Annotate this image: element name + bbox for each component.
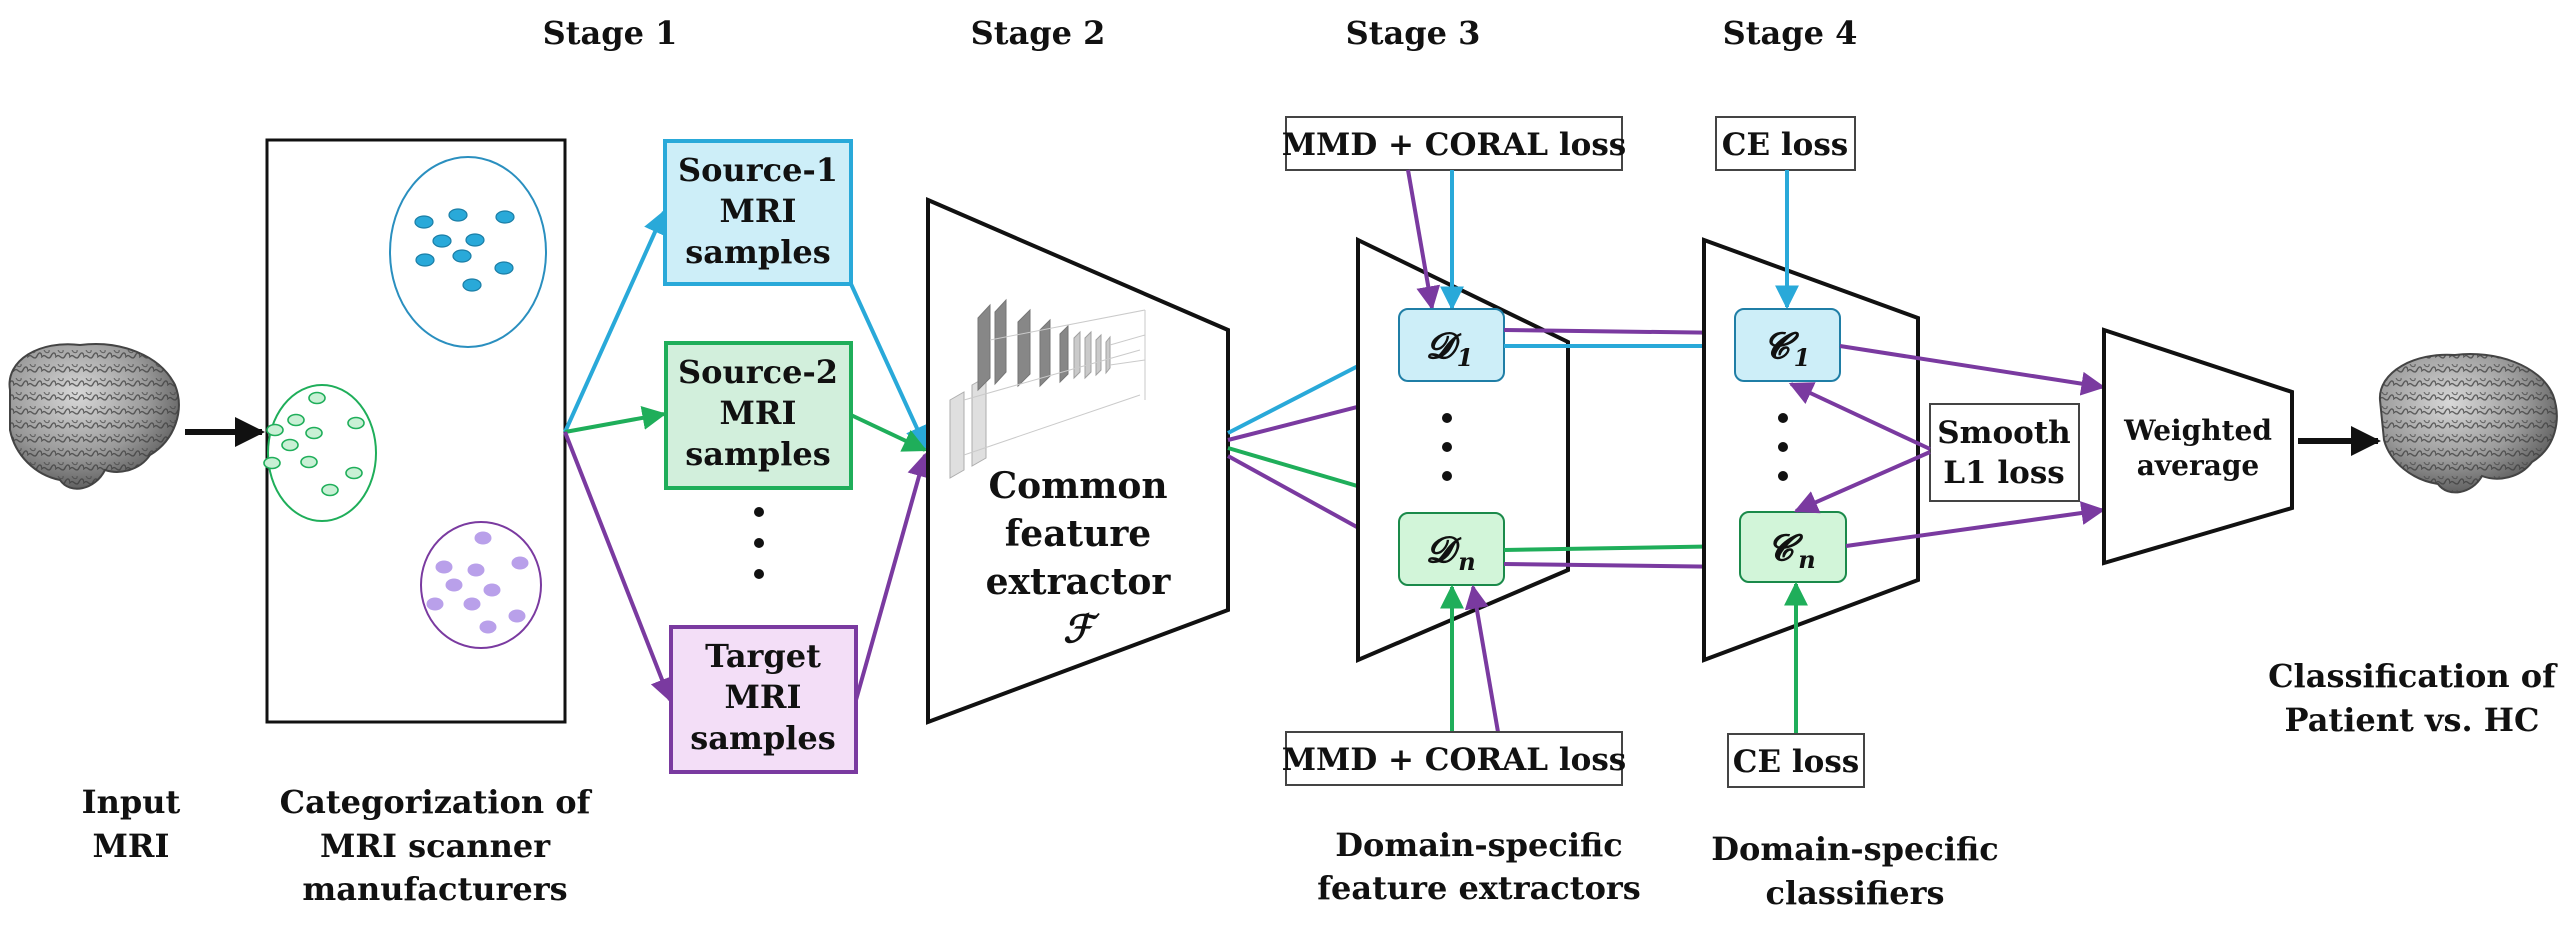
source2-samples-box: Source-2 MRI samples [664, 341, 853, 490]
arrow-smooth-to-c1 [1788, 382, 1931, 451]
ce-loss-top: CE loss [1715, 116, 1856, 171]
d-ellipsis [1442, 413, 1452, 481]
svg-text:MMD + CORAL loss: MMD + CORAL loss [1282, 742, 1627, 778]
purple-cluster-points [426, 531, 529, 634]
cnn-layers-illustration [949, 298, 1146, 479]
c-ellipsis [1778, 413, 1788, 481]
c1-classifier[interactable]: 𝓒 1 [1734, 308, 1841, 382]
green-cluster-points [263, 391, 365, 497]
weighted-label-1: Weighted [2123, 414, 2272, 447]
arrow-mmd-bottom-purple [1464, 584, 1500, 733]
cn-classifier[interactable]: 𝓒 n [1739, 511, 1847, 583]
arrow-source2-to-extractor [850, 413, 928, 452]
domain-specific-extractors-block [1356, 236, 1570, 664]
arrow-cn-to-weighted [1845, 501, 2106, 548]
svg-text:Target: Target [705, 637, 821, 675]
arrow-target-to-extractor [854, 452, 931, 701]
common-extractor-label-3: extractor [986, 561, 1172, 603]
output-brain-image [2378, 353, 2558, 494]
arrow-smooth-to-cn [1793, 450, 1931, 514]
svg-text:CE loss: CE loss [1722, 127, 1848, 163]
svg-text:MRI: MRI [720, 394, 797, 432]
arrow-source1-to-extractor [849, 283, 928, 451]
target-samples-box: Target MRI samples [669, 625, 858, 774]
svg-text:L1 loss: L1 loss [1943, 455, 2065, 491]
samples-ellipsis [754, 507, 764, 579]
svg-text:n: n [1458, 547, 1475, 576]
svg-text:Source-1: Source-1 [678, 151, 838, 189]
d1-extractor[interactable]: 𝓓 1 [1398, 308, 1505, 382]
stage-1-heading: Stage 1 [543, 14, 678, 52]
svg-text:CE loss: CE loss [1733, 744, 1859, 780]
domain-classifiers-caption-1: Domain-specific [1711, 830, 1999, 868]
input-caption-2: MRI [93, 827, 170, 865]
ce-loss-bottom: CE loss [1727, 733, 1865, 788]
arrow-d1-to-c1-purple [1503, 320, 1736, 345]
arrow-to-source1 [563, 209, 667, 433]
svg-text:Source-2: Source-2 [678, 353, 838, 391]
source1-samples-box: Source-1 MRI samples [663, 139, 853, 286]
domain-extractors-caption-2: feature extractors [1317, 869, 1641, 907]
green-cluster [267, 384, 377, 522]
svg-text:MMD + CORAL loss: MMD + CORAL loss [1282, 127, 1627, 163]
stage-4-heading: Stage 4 [1723, 14, 1858, 52]
svg-text:Smooth: Smooth [1937, 415, 2070, 451]
categorization-caption-2: MRI scanner [320, 827, 551, 865]
svg-text:1: 1 [1794, 343, 1811, 372]
svg-text:samples: samples [690, 719, 836, 757]
svg-text:1: 1 [1457, 343, 1474, 372]
blue-cluster-points [414, 208, 515, 292]
domain-extractors-caption-1: Domain-specific [1335, 826, 1623, 864]
input-brain-image [8, 343, 180, 490]
stage-2-heading: Stage 2 [971, 14, 1106, 52]
smooth-l1-loss: Smooth L1 loss [1929, 403, 2080, 502]
arrow-to-source2 [564, 406, 667, 434]
arrow-to-target [563, 431, 674, 703]
categorization-caption-1: Categorization of [280, 783, 593, 821]
arrow-mmd-top-purple [1406, 169, 1441, 311]
common-extractor-label-1: Common [988, 465, 1167, 507]
output-caption-1: Classification of [2268, 657, 2558, 695]
input-caption-1: Input [82, 783, 181, 821]
arrow-dn-to-cn-purple [1503, 554, 1740, 579]
svg-text:samples: samples [685, 233, 831, 271]
svg-text:samples: samples [685, 435, 831, 473]
arrow-c1-to-weighted [1839, 344, 2106, 396]
stage-3-heading: Stage 3 [1346, 14, 1481, 52]
output-caption-2: Patient vs. HC [2284, 701, 2539, 739]
svg-text:MRI: MRI [720, 192, 797, 230]
domain-classifiers-caption-2: classifiers [1765, 874, 1944, 912]
domain-specific-classifiers-block [1702, 237, 1920, 663]
arrow-dn-to-cn-green [1503, 534, 1740, 559]
dn-extractor[interactable]: 𝓓 n [1398, 512, 1505, 586]
mmd-coral-loss-top: MMD + CORAL loss [1282, 116, 1627, 171]
weighted-label-2: average [2137, 449, 2260, 482]
svg-text:n: n [1798, 545, 1815, 574]
mmd-coral-loss-bottom: MMD + CORAL loss [1282, 731, 1627, 786]
common-extractor-label-2: feature [1005, 513, 1151, 555]
categorization-caption-3: manufacturers [302, 870, 567, 908]
svg-text:MRI: MRI [725, 678, 802, 716]
weighted-average-block [2102, 327, 2294, 566]
